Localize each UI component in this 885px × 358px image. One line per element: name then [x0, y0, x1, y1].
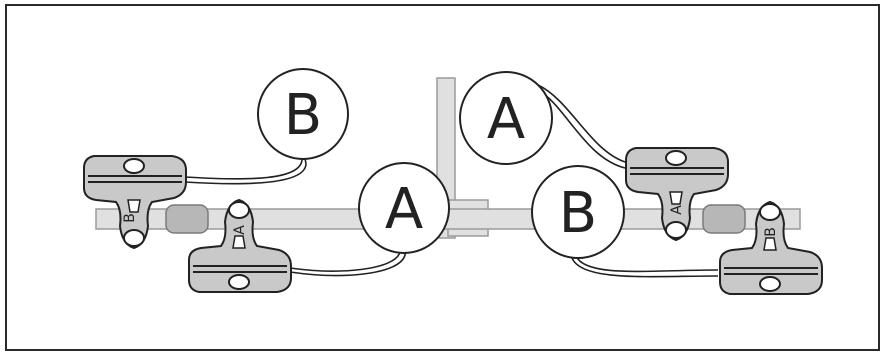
callout-lower-center-left: A: [358, 162, 450, 254]
callout-lower-center-right: B: [531, 165, 625, 259]
clip-right-bottom: B: [719, 201, 823, 295]
callout-upper-right-letter: A: [487, 87, 525, 152]
clip-right-top-label: A: [669, 205, 685, 215]
clip-left-top-label: B: [122, 213, 138, 223]
clip-right-top: A: [625, 147, 729, 241]
right-slider: [702, 204, 746, 234]
callout-lower-center-right-letter: B: [559, 181, 597, 246]
clip-left-bottom: A: [188, 199, 292, 293]
callout-upper-right: A: [459, 71, 553, 165]
callout-upper-left: B: [257, 68, 349, 160]
clip-left-top: B: [83, 155, 187, 249]
callout-upper-left-letter: B: [284, 83, 322, 148]
clip-left-bottom-label: A: [232, 225, 248, 235]
callout-lower-center-left-letter: A: [385, 177, 423, 242]
clip-right-bottom-label: B: [763, 227, 779, 237]
left-slider: [165, 204, 209, 234]
wires: [184, 84, 719, 278]
